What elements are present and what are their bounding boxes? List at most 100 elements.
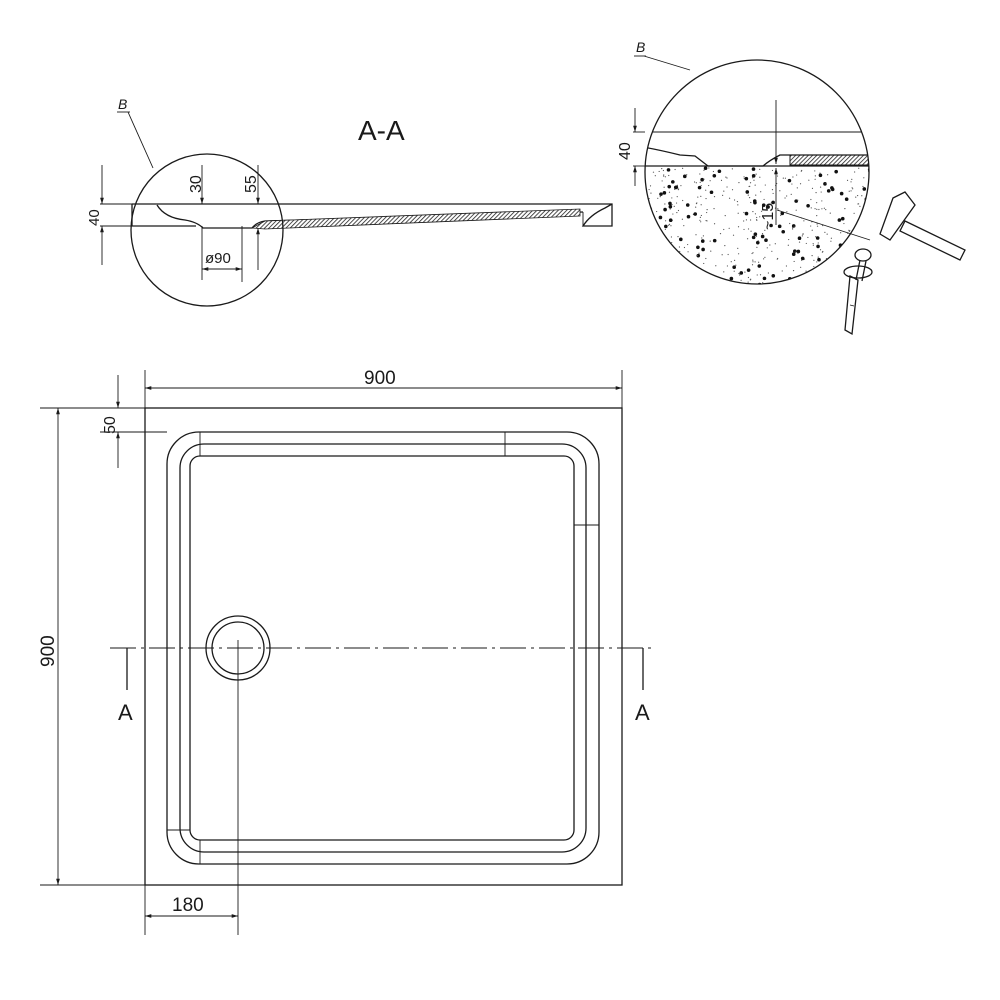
detail-b-view: B 40 ~15 xyxy=(617,39,966,336)
wall-plug-icon xyxy=(843,248,873,336)
speckle xyxy=(706,209,708,211)
speckle xyxy=(794,251,796,253)
speckle xyxy=(668,191,671,193)
speckle xyxy=(787,244,789,246)
speckle xyxy=(867,242,869,244)
speckle xyxy=(801,281,806,284)
speckle xyxy=(664,220,667,222)
speckle xyxy=(756,216,758,219)
speckle xyxy=(820,191,822,193)
speckle xyxy=(664,203,666,205)
speckle xyxy=(862,187,867,191)
speckle xyxy=(667,270,669,272)
speckle xyxy=(781,229,786,234)
tray-outline xyxy=(144,407,623,886)
speckle xyxy=(674,185,679,190)
speckle xyxy=(755,194,757,196)
speckle xyxy=(776,175,779,177)
speckle xyxy=(645,224,646,227)
speckle xyxy=(753,179,755,181)
speckle xyxy=(677,189,679,191)
speckle xyxy=(699,219,701,221)
speckle xyxy=(737,212,739,214)
speckle xyxy=(855,196,857,198)
speckle xyxy=(659,192,663,196)
speckle xyxy=(678,246,681,248)
speckle xyxy=(673,253,675,255)
speckle xyxy=(648,188,650,191)
section-dim-drain-depth: 30 xyxy=(188,175,205,193)
speckle xyxy=(683,270,686,272)
speckle xyxy=(759,274,762,276)
speckle xyxy=(658,215,663,220)
speckle xyxy=(706,211,708,214)
speckle xyxy=(834,262,836,264)
speckle xyxy=(677,209,680,212)
speckle xyxy=(668,218,673,222)
speckle xyxy=(668,223,671,226)
speckle xyxy=(687,251,689,253)
speckle xyxy=(712,170,715,173)
speckle xyxy=(825,182,827,185)
speckle xyxy=(796,187,798,189)
speckle xyxy=(649,238,654,242)
speckle xyxy=(738,272,740,275)
speckle xyxy=(645,209,648,212)
speckle xyxy=(684,267,687,269)
speckle xyxy=(725,176,727,178)
speckle xyxy=(867,277,869,280)
speckle xyxy=(751,235,756,240)
speckle xyxy=(758,261,760,263)
speckle xyxy=(646,259,651,264)
speckle xyxy=(686,268,688,270)
speckle xyxy=(853,212,855,214)
speckle xyxy=(734,259,736,261)
speckle xyxy=(686,214,691,219)
speckle xyxy=(705,197,707,200)
speckle xyxy=(709,240,711,242)
speckle xyxy=(744,211,749,216)
speckle xyxy=(764,256,766,258)
speckle xyxy=(850,190,852,192)
speckle xyxy=(731,189,734,191)
speckle xyxy=(812,242,814,245)
speckle xyxy=(790,193,792,195)
speckle xyxy=(834,169,838,174)
speckle xyxy=(668,174,670,177)
speckle xyxy=(801,235,803,237)
speckle xyxy=(777,208,779,210)
speckle xyxy=(855,263,857,265)
speckle xyxy=(663,207,667,212)
plan-dim-rim: 50 xyxy=(102,416,119,434)
detail-b-title: B xyxy=(636,39,645,55)
speckle xyxy=(708,184,710,187)
speckle xyxy=(862,185,864,188)
speckle xyxy=(825,209,827,211)
speckle xyxy=(817,257,821,262)
speckle xyxy=(670,225,672,227)
speckle xyxy=(752,261,754,263)
speckle xyxy=(663,186,665,188)
speckle xyxy=(756,274,758,276)
speckle xyxy=(795,209,797,211)
speckle xyxy=(655,278,657,280)
speckle xyxy=(693,181,696,183)
speckle xyxy=(696,254,698,256)
speckle xyxy=(852,231,854,233)
speckle xyxy=(836,274,838,276)
speckle xyxy=(850,181,852,183)
hammer-icon xyxy=(879,191,966,261)
speckle xyxy=(732,265,736,270)
speckle xyxy=(743,177,745,180)
speckle xyxy=(717,169,722,174)
speckle xyxy=(859,226,863,231)
speckle xyxy=(857,194,859,197)
detail-b-circle-large xyxy=(644,59,870,285)
speckle xyxy=(759,216,761,218)
speckle xyxy=(813,265,815,268)
speckle xyxy=(751,252,753,255)
speckle xyxy=(810,198,812,201)
speckle xyxy=(662,191,667,195)
speckle xyxy=(645,239,648,243)
